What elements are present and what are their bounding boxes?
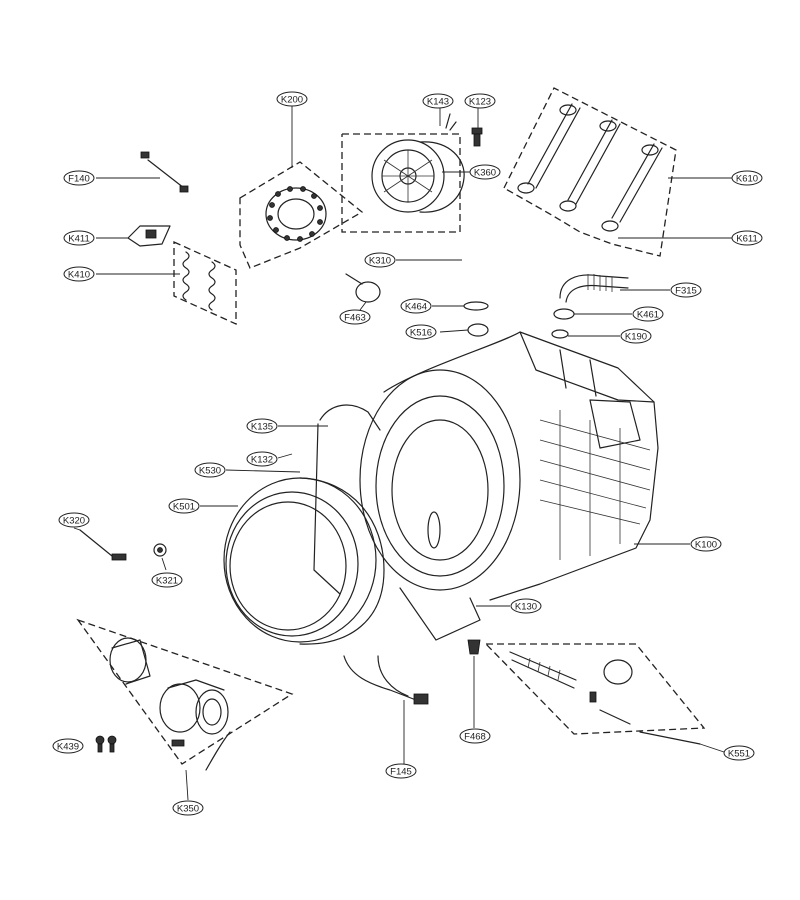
callout-k135[interactable]: K135 [246,418,278,434]
screws-part [95,735,117,753]
callout-k200[interactable]: K200 [276,91,308,107]
callout-k320[interactable]: K320 [58,512,90,528]
callout-label: F145 [390,767,412,778]
callout-f145[interactable]: F145 [385,763,417,779]
callout-label: K501 [173,502,195,513]
callout-label: K130 [515,602,537,613]
callout-label: K320 [63,516,85,527]
callout-label: F463 [344,313,366,324]
callout-label: K100 [695,540,717,551]
callout-k611[interactable]: K611 [731,230,763,246]
callout-label: K143 [427,97,449,108]
drain-hose-group-part [484,643,706,745]
callout-label: F140 [68,174,90,185]
bracket-part [127,225,171,247]
clamp-part [345,273,381,303]
callout-label: K410 [68,270,90,281]
callout-label: K439 [57,742,79,753]
motor-rotor-part [341,113,465,233]
callout-k551[interactable]: K551 [723,745,755,761]
callout-k461[interactable]: K461 [632,306,664,322]
callout-k610[interactable]: K610 [731,170,763,186]
callout-f468[interactable]: F468 [459,728,491,744]
callout-f140[interactable]: F140 [63,170,95,186]
callout-k143[interactable]: K143 [422,93,454,109]
callout-k530[interactable]: K530 [194,462,226,478]
callout-k350[interactable]: K350 [172,800,204,816]
callout-k464[interactable]: K464 [400,298,432,314]
callout-label: K360 [474,168,496,179]
callout-label: K135 [251,422,273,433]
callout-label: K350 [177,804,199,815]
callout-k100[interactable]: K100 [690,536,722,552]
callout-label: K190 [625,332,647,343]
callout-k411[interactable]: K411 [63,230,95,246]
callout-label: K464 [405,302,427,313]
callout-k516[interactable]: K516 [405,324,437,340]
tub-assembly-part [313,331,659,641]
callout-k410[interactable]: K410 [63,266,95,282]
callout-k132[interactable]: K132 [246,451,278,467]
rotor-bolt-part [471,127,483,147]
callout-label: K321 [156,576,178,587]
callout-label: K530 [199,466,221,477]
callout-label: K132 [251,455,273,466]
callout-k360[interactable]: K360 [469,164,501,180]
callout-label: F315 [675,286,697,297]
drain-pump-part [76,618,294,771]
springs-part [173,240,237,326]
hose-part [559,274,629,303]
callout-label: K200 [281,95,303,106]
callout-k130[interactable]: K130 [510,598,542,614]
callout-label: K123 [469,97,491,108]
callout-k310[interactable]: K310 [364,252,396,268]
callout-label: K411 [68,234,89,245]
callout-label: K610 [736,174,758,185]
callout-label: K516 [410,328,432,339]
callout-k321[interactable]: K321 [151,572,183,588]
thermistor-sensor-part [140,151,189,193]
callout-label: K310 [369,256,391,267]
callout-k501[interactable]: K501 [168,498,200,514]
callout-label: K461 [637,310,659,321]
callout-label: K551 [728,749,750,760]
callout-label: F468 [464,732,486,743]
leader-lines [73,106,732,801]
callout-k190[interactable]: K190 [620,328,652,344]
wire-harness-part [343,655,429,705]
bearing-housing-part [239,161,364,269]
damper-group-part [503,87,677,257]
sensor-wire-part [79,529,167,561]
callout-f315[interactable]: F315 [670,282,702,298]
door-gasket-part [223,477,385,645]
valve-part [467,639,481,655]
callout-f463[interactable]: F463 [339,309,371,325]
callout-k439[interactable]: K439 [52,738,84,754]
callout-k123[interactable]: K123 [464,93,496,109]
callout-label: K611 [736,234,757,245]
